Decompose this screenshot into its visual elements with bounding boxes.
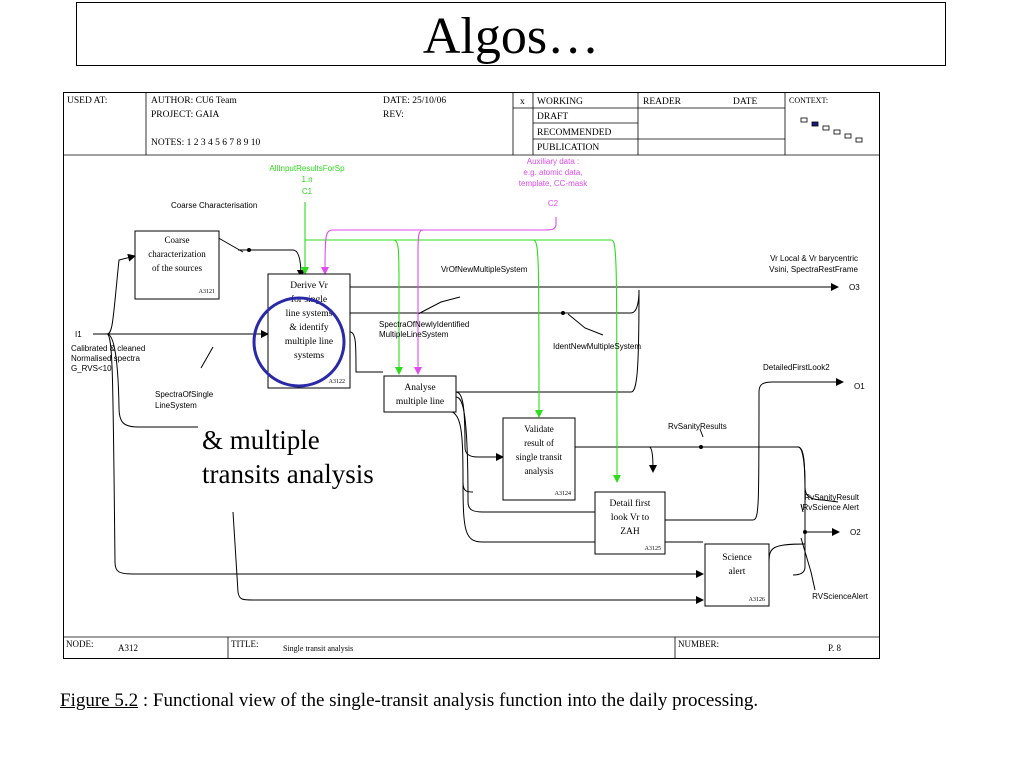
svg-text:systems: systems (294, 351, 324, 361)
input1-desc2: Normalised spectra (71, 354, 140, 363)
detailed-first-label: DetailedFirstLook2 (763, 363, 830, 372)
box-coarse: Coarse characterization of the sources A… (134, 230, 220, 300)
o3-label: O3 (849, 283, 860, 292)
svg-text:ZAH: ZAH (620, 527, 640, 537)
rv-sanity-results-label: RvSanityResults (668, 422, 727, 431)
coarse-char-label: Coarse Characterisation (171, 201, 257, 210)
svg-text:alert: alert (729, 567, 746, 577)
control2-id: C2 (548, 199, 559, 208)
overlay-line-2: transits analysis (202, 459, 374, 489)
overlay-annotation: & multiple transits analysis (198, 423, 378, 491)
figure-label: Figure 5.2 (60, 690, 139, 711)
box-validate: Validate result of single transit analys… (502, 417, 576, 501)
status-working: WORKING (537, 97, 583, 107)
status-publication: PUBLICATION (537, 143, 599, 153)
svg-text:Validate: Validate (524, 424, 554, 434)
notes-label: NOTES: 1 2 3 4 5 6 7 8 9 10 (151, 138, 261, 148)
control2-desc2: template, CC-mask (519, 179, 588, 188)
page-number: P. 8 (828, 643, 842, 653)
date-label: DATE: 25/10/06 (383, 96, 446, 106)
svg-text:& identify: & identify (289, 322, 329, 333)
rv-science-alert-label: RvScience Alert (803, 503, 860, 512)
slide-title: Algos… (422, 8, 600, 65)
control2-desc1: e.g. atomic data, (523, 168, 582, 177)
box-analyse: Analyse multiple line (383, 375, 457, 413)
control1-id: C1 (302, 187, 313, 196)
magenta-arrows (321, 217, 557, 375)
output1-label-2: Vsini, SpectraRestFrame (769, 265, 858, 274)
title-label: TITLE: (231, 639, 259, 649)
rev-label: REV: (383, 110, 404, 120)
input1-label: I1 (75, 330, 82, 339)
svg-text:A3121: A3121 (199, 289, 215, 295)
header-grid (63, 92, 880, 156)
svg-text:multiple line: multiple line (285, 337, 333, 347)
title-value: Single transit analysis (283, 644, 353, 653)
svg-text:multiple line: multiple line (396, 397, 444, 407)
control1-mult: 1.n (301, 175, 312, 184)
context-icon (800, 117, 863, 143)
reader-label: READER (643, 97, 682, 107)
svg-text:characterization: characterization (148, 249, 206, 259)
used-at-label: USED AT: (67, 96, 107, 106)
svg-text:of the sources: of the sources (152, 263, 202, 273)
spectra-newly-label-1: SpectraOfNewlyIdentified (379, 320, 469, 329)
context-label: CONTEXT: (789, 96, 828, 105)
figure-caption: Figure 5.2 : Functional view of the sing… (60, 690, 882, 712)
svg-text:A3122: A3122 (329, 379, 345, 385)
svg-text:Science: Science (722, 553, 752, 563)
number-label: NUMBER: (678, 639, 719, 649)
svg-text:analysis: analysis (525, 466, 554, 476)
node-value: A312 (118, 643, 138, 653)
box-detail: Detail first look Vr to ZAH A3125 (594, 491, 666, 555)
o1-label: O1 (854, 382, 865, 391)
svg-text:look Vr to: look Vr to (611, 513, 650, 523)
status-mark: x (520, 97, 525, 107)
vr-of-new-label: VrOfNewMultipleSystem (441, 265, 528, 274)
figure-caption-text: : Functional view of the single-transit … (138, 690, 759, 711)
spectra-single-label-1: SpectraOfSingle (155, 390, 214, 399)
box-science: Science alert A3126 (704, 543, 770, 607)
overlay-line-1: & multiple (202, 425, 320, 455)
footer-grid (63, 636, 880, 659)
green-arrows (301, 202, 621, 483)
project-label: PROJECT: GAIA (151, 110, 220, 120)
svg-text:A3126: A3126 (749, 597, 765, 603)
spectra-single-label-2: LineSystem (155, 401, 197, 410)
o2-label: O2 (850, 528, 861, 537)
svg-text:A3125: A3125 (645, 546, 661, 552)
input1-desc3: G_RVS<10 (71, 364, 112, 373)
output1-label-1: Vr Local & Vr barycentric (770, 254, 858, 263)
reader-date-label: DATE (733, 97, 757, 107)
node-label: NODE: (66, 639, 94, 649)
rv-sanity-result-label: RvSanityResult (804, 493, 859, 502)
spectra-newly-label-2: MultipleLineSystem (379, 330, 449, 339)
title-box: Algos… (76, 2, 946, 66)
svg-text:A3124: A3124 (555, 491, 571, 497)
input1-desc1: Calibrated & cleaned (71, 344, 145, 353)
highlight-circle (252, 296, 346, 388)
svg-text:Detail first: Detail first (610, 498, 651, 509)
rv-science-alert2-label: RVScienceAlert (812, 592, 869, 601)
junction-dots (247, 248, 807, 534)
author-label: AUTHOR: CU6 Team (151, 96, 237, 106)
svg-text:Analyse: Analyse (404, 383, 435, 393)
idef0-diagram: USED AT: AUTHOR: CU6 Team PROJECT: GAIA … (63, 92, 880, 659)
svg-text:Coarse: Coarse (165, 235, 190, 245)
box-derive: Derive Vr for single line systems & iden… (267, 273, 351, 389)
control2-label: Auxiliary data : (527, 157, 579, 166)
ident-new-label: IdentNewMultipleSystem (553, 342, 641, 351)
svg-text:result of: result of (524, 438, 554, 448)
status-recommended: RECOMMENDED (537, 128, 612, 138)
control1-label: AllInputResultsForSp (269, 164, 345, 173)
svg-text:Derive Vr: Derive Vr (290, 281, 328, 291)
svg-text:single transit: single transit (516, 452, 563, 462)
status-draft: DRAFT (537, 112, 568, 122)
black-arrows (93, 235, 844, 604)
svg-text:line systems: line systems (286, 309, 333, 319)
